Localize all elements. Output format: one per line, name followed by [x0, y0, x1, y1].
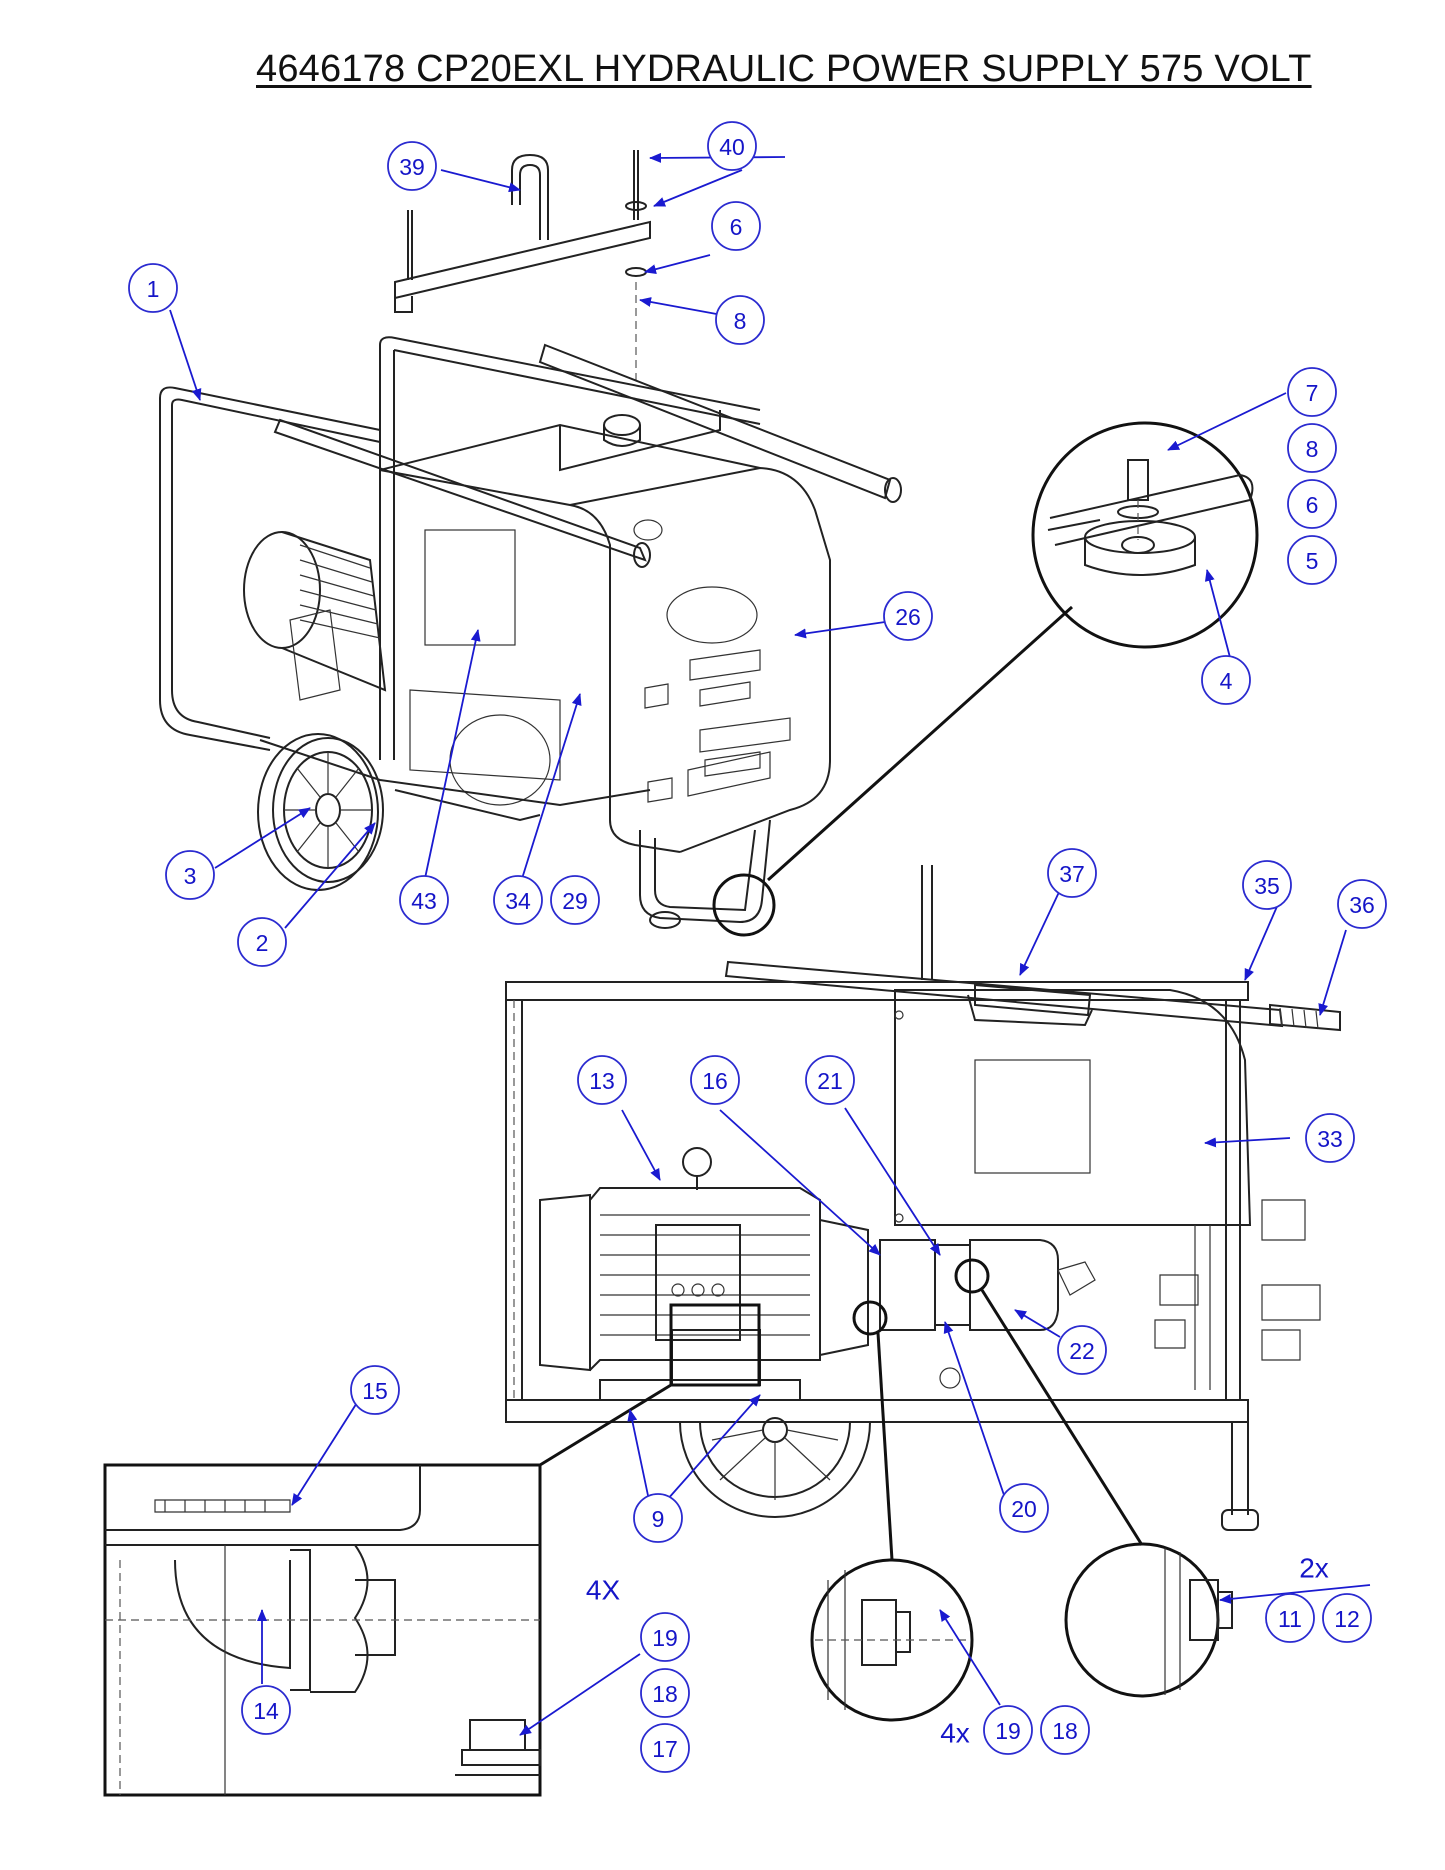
- svg-text:17: 17: [652, 1736, 678, 1762]
- svg-text:34: 34: [505, 888, 531, 914]
- svg-text:2: 2: [256, 930, 269, 956]
- callout-4: 4: [1201, 655, 1251, 705]
- svg-text:9: 9: [652, 1506, 665, 1532]
- svg-text:21: 21: [817, 1068, 843, 1094]
- callout-17: 17: [640, 1723, 690, 1773]
- side-view-drawing: [505, 865, 1341, 1561]
- callout-15: 15: [350, 1365, 400, 1415]
- callout-34: 34: [493, 875, 543, 925]
- svg-text:29: 29: [562, 888, 588, 914]
- callout-33: 33: [1305, 1113, 1355, 1163]
- callout-19-circle: 19: [983, 1705, 1033, 1755]
- isometric-unit-drawing: [159, 150, 1259, 937]
- svg-text:7: 7: [1306, 380, 1319, 406]
- svg-text:43: 43: [411, 888, 437, 914]
- callout-36: 36: [1337, 879, 1387, 929]
- svg-text:5: 5: [1306, 548, 1319, 574]
- svg-text:11: 11: [1278, 1606, 1302, 1632]
- svg-text:12: 12: [1334, 1606, 1360, 1632]
- svg-text:14: 14: [253, 1698, 279, 1724]
- callout-13: 13: [577, 1055, 627, 1105]
- callout-18-circle: 18: [1040, 1705, 1090, 1755]
- page-title: 4646178 CP20EXL HYDRAULIC POWER SUPPLY 5…: [256, 48, 1312, 90]
- callout-8-mount: 8: [1287, 423, 1337, 473]
- svg-text:16: 16: [702, 1068, 728, 1094]
- callout-40: 40: [707, 121, 757, 171]
- svg-text:36: 36: [1349, 892, 1375, 918]
- note-4x: 4x: [940, 1718, 970, 1749]
- callout-14: 14: [241, 1685, 291, 1735]
- detail-circle-mount-bolts: [810, 1558, 974, 1722]
- callout-7: 7: [1287, 367, 1337, 417]
- svg-text:4: 4: [1220, 668, 1233, 694]
- svg-text:40: 40: [719, 134, 745, 160]
- callout-20: 20: [999, 1483, 1049, 1533]
- svg-text:6: 6: [1306, 492, 1319, 518]
- callout-37: 37: [1047, 848, 1097, 898]
- callout-35: 35: [1242, 860, 1292, 910]
- callout-18-detail: 18: [640, 1668, 690, 1718]
- callout-1: 1: [128, 263, 178, 313]
- svg-text:39: 39: [399, 154, 425, 180]
- callout-21: 21: [805, 1055, 855, 1105]
- detail-circle-pump-bolts: [1064, 1542, 1233, 1698]
- callout-3: 3: [165, 850, 215, 900]
- callout-19-detail: 19: [640, 1612, 690, 1662]
- svg-text:37: 37: [1059, 861, 1085, 887]
- svg-text:18: 18: [1052, 1718, 1078, 1744]
- callout-2: 2: [237, 917, 287, 967]
- callout-9: 9: [633, 1493, 683, 1543]
- callout-11: 11: [1265, 1593, 1315, 1643]
- svg-text:19: 19: [995, 1718, 1021, 1744]
- svg-text:1: 1: [147, 276, 160, 302]
- note-4X: 4X: [586, 1575, 621, 1606]
- callout-22: 22: [1057, 1325, 1107, 1375]
- callout-5: 5: [1287, 535, 1337, 585]
- callout-39: 39: [387, 141, 437, 191]
- detail-view-foot-mount: [103, 1463, 542, 1797]
- callout-12: 12: [1322, 1593, 1372, 1643]
- svg-text:26: 26: [895, 604, 921, 630]
- svg-text:22: 22: [1069, 1338, 1095, 1364]
- svg-text:20: 20: [1011, 1496, 1037, 1522]
- svg-text:8: 8: [1306, 436, 1319, 462]
- svg-text:6: 6: [730, 214, 743, 240]
- callout-8-lift: 8: [715, 295, 765, 345]
- callout-29: 29: [550, 875, 600, 925]
- svg-text:19: 19: [652, 1625, 678, 1651]
- callout-43: 43: [399, 875, 449, 925]
- callout-16: 16: [690, 1055, 740, 1105]
- callout-6-mount: 6: [1287, 479, 1337, 529]
- svg-text:33: 33: [1317, 1126, 1343, 1152]
- svg-text:8: 8: [734, 308, 747, 334]
- callout-leaders: [169, 152, 1371, 1736]
- callout-26: 26: [883, 591, 933, 641]
- note-2x: 2x: [1299, 1553, 1329, 1584]
- svg-text:18: 18: [652, 1681, 678, 1707]
- svg-text:13: 13: [589, 1068, 615, 1094]
- svg-text:15: 15: [362, 1378, 388, 1404]
- svg-text:3: 3: [184, 863, 197, 889]
- callout-6-lift: 6: [711, 201, 761, 251]
- svg-text:35: 35: [1254, 873, 1280, 899]
